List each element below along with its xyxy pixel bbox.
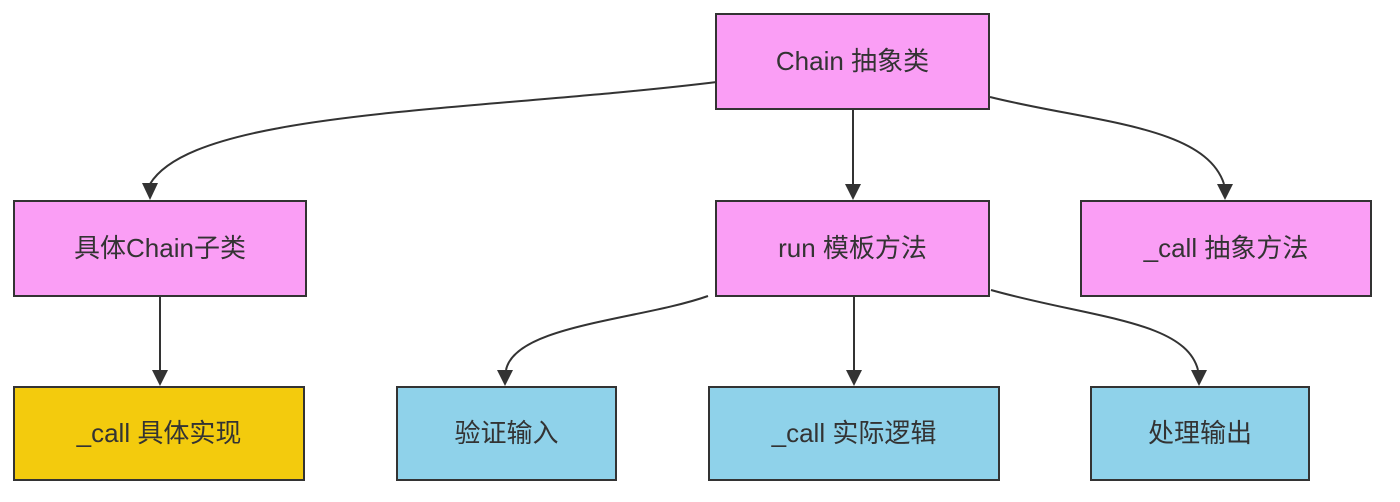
- edge-concrete-to-callimpl: [152, 297, 168, 386]
- node-concrete-chain: 具体Chain子类: [13, 200, 307, 297]
- arrowhead-down-icon: [846, 370, 862, 386]
- edge-chain-to-callabstract: [989, 96, 1233, 200]
- arrowhead-down-icon: [1217, 184, 1233, 200]
- node-process-output: 处理输出: [1090, 386, 1310, 481]
- edge-run-to-processoutput: [990, 289, 1207, 386]
- node-chain-abstract-label: Chain 抽象类: [775, 45, 930, 76]
- node-call-impl: _call 具体实现: [13, 386, 305, 481]
- arrowhead-down-icon: [1191, 370, 1207, 386]
- arrowhead-down-icon: [497, 370, 513, 386]
- node-call-logic: _call 实际逻辑: [708, 386, 1000, 481]
- node-call-abstract-label: _call 抽象方法: [1143, 232, 1309, 263]
- node-concrete-chain-label: 具体Chain子类: [74, 232, 246, 263]
- node-run-template: run 模板方法: [715, 200, 990, 297]
- arrowhead-down-icon: [845, 184, 861, 200]
- node-validate-input-label: 验证输入: [454, 417, 559, 448]
- edge-run-to-calllogic: [846, 297, 862, 386]
- edge-chain-to-concrete: [142, 81, 718, 200]
- arrowhead-down-icon: [142, 183, 158, 200]
- node-validate-input: 验证输入: [396, 386, 617, 481]
- arrowhead-down-icon: [152, 370, 168, 386]
- node-call-abstract: _call 抽象方法: [1080, 200, 1372, 297]
- node-call-logic-label: _call 实际逻辑: [771, 417, 937, 448]
- node-call-impl-label: _call 具体实现: [76, 417, 242, 448]
- node-process-output-label: 处理输出: [1147, 417, 1252, 448]
- edge-chain-to-run: [845, 110, 861, 200]
- node-run-template-label: run 模板方法: [778, 232, 927, 263]
- edge-run-to-validate: [497, 295, 709, 386]
- node-chain-abstract: Chain 抽象类: [715, 13, 990, 110]
